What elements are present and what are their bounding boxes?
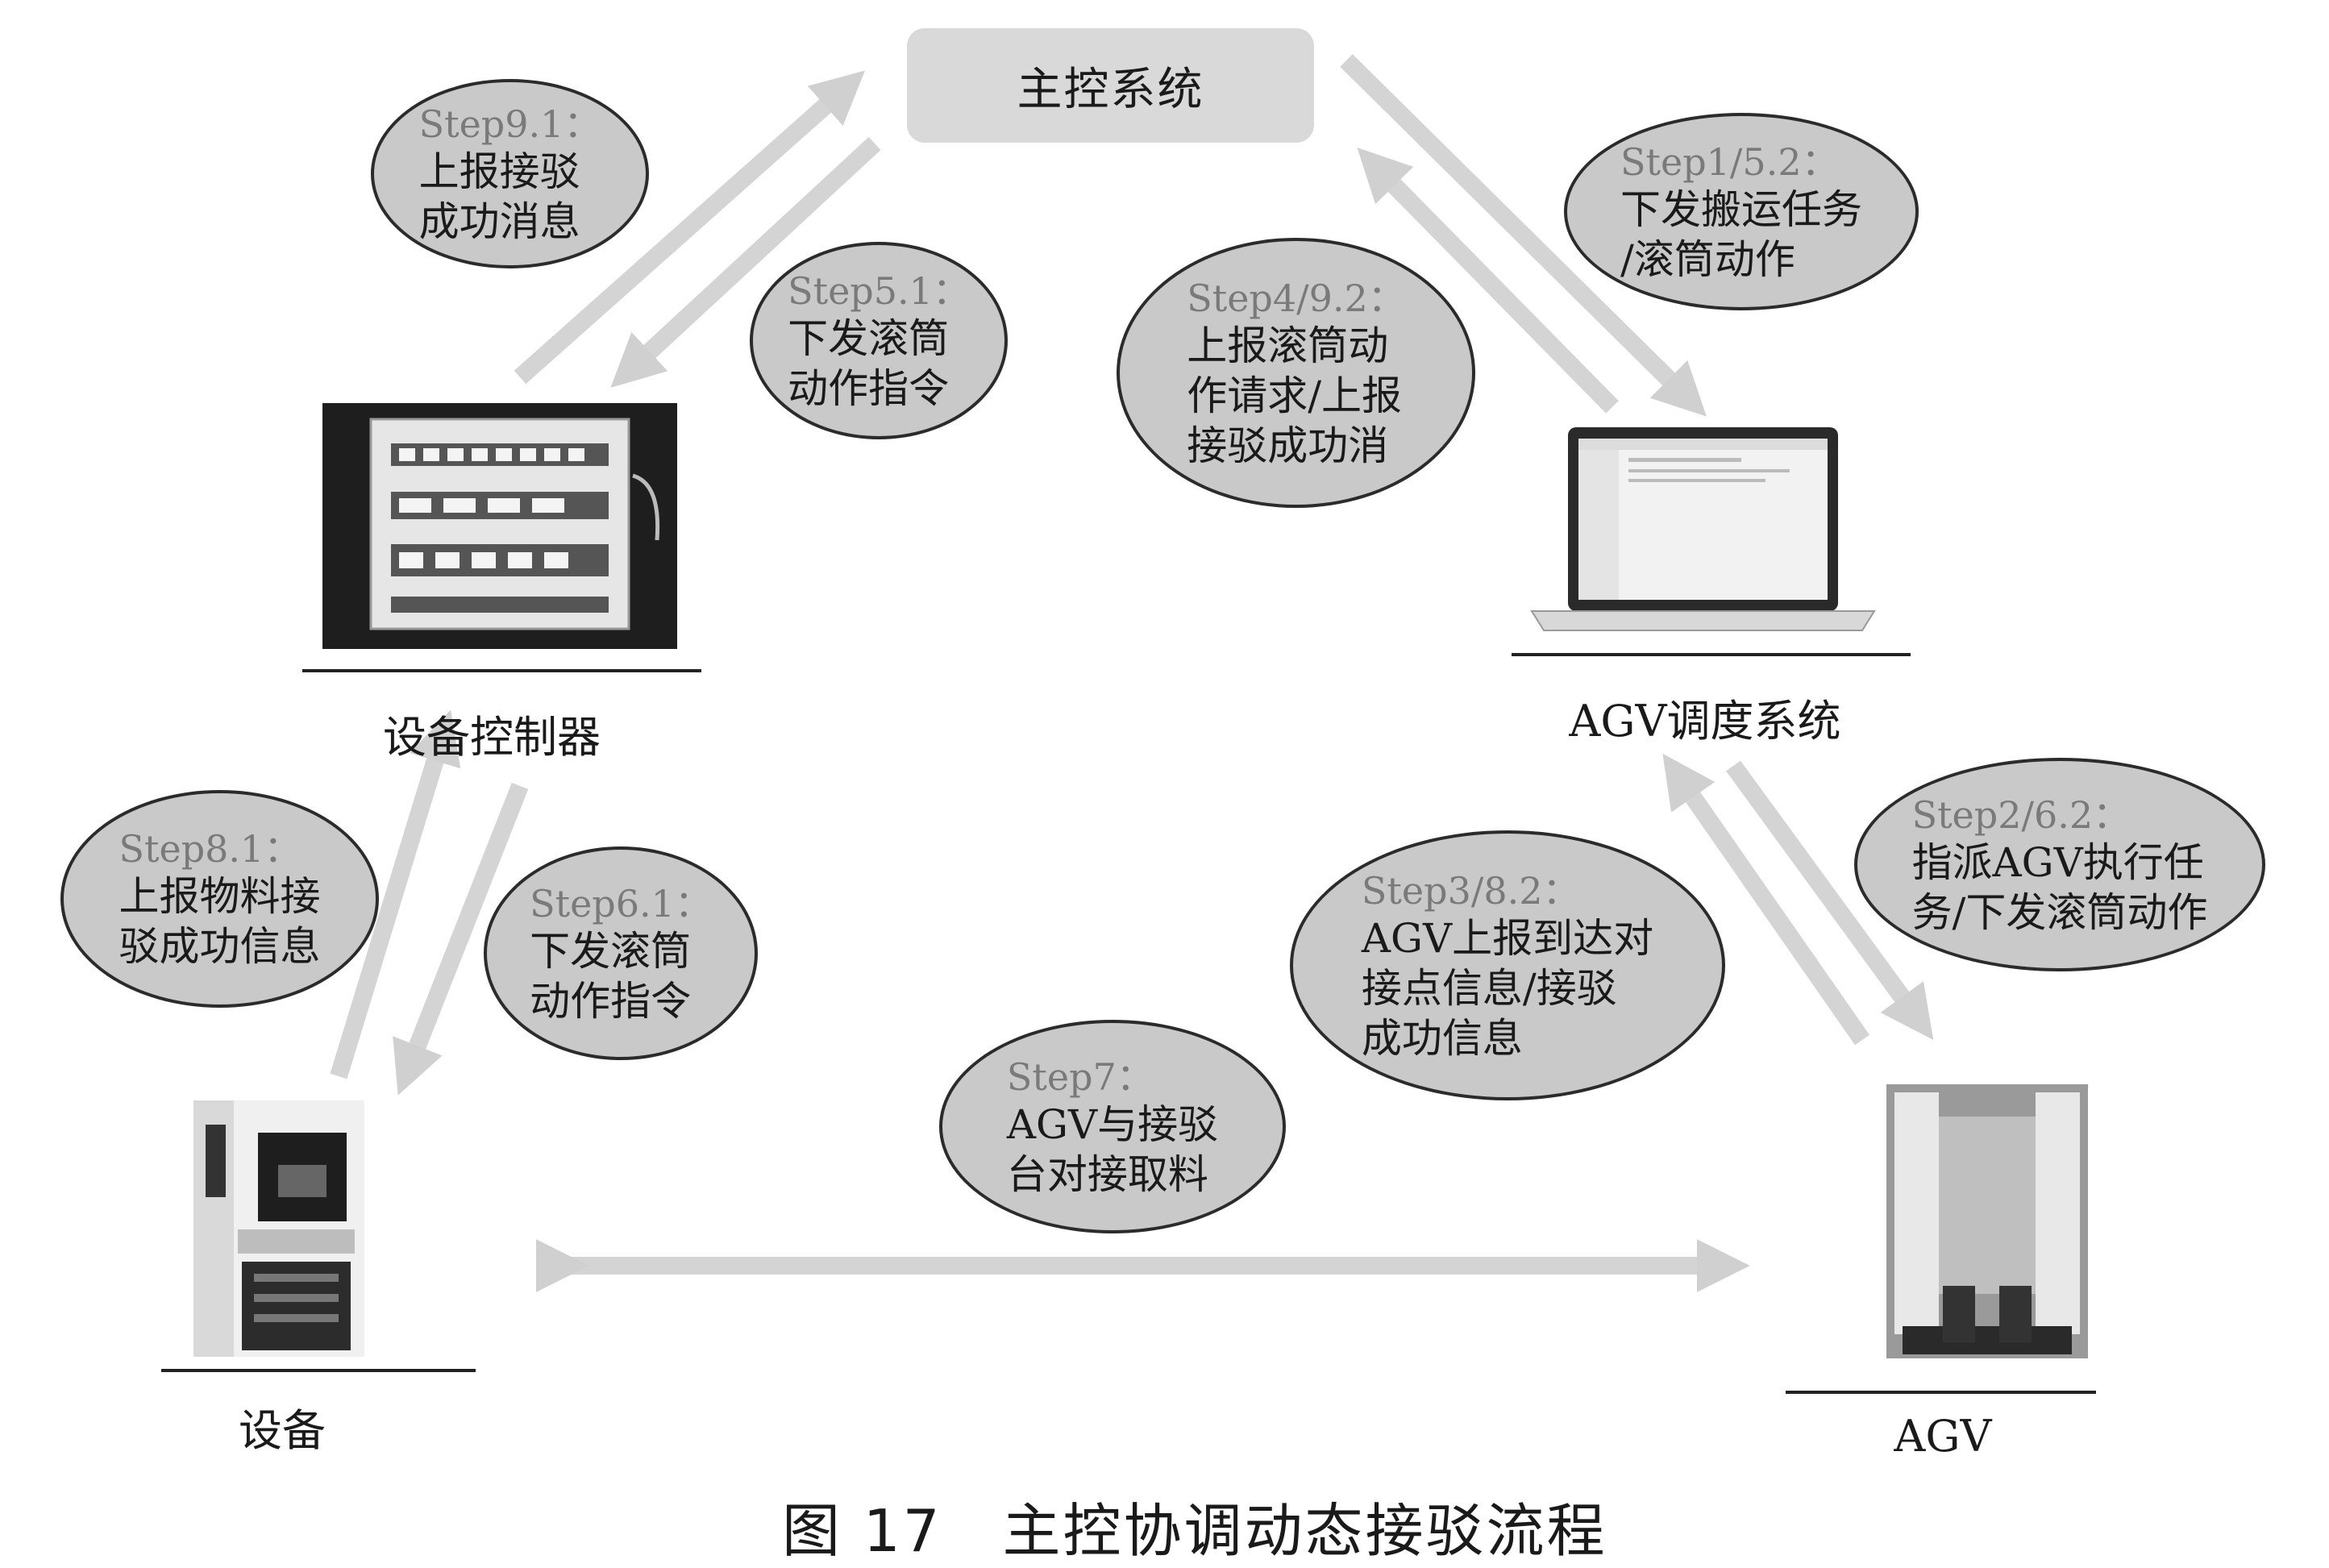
bubble-step-label: Step6.1：: [530, 881, 712, 925]
bubble-line: 接驳成功消: [1187, 422, 1389, 469]
bubble-step4-9-2: Step4/9.2： 上报滚筒动 作请求/上报 接驳成功消: [1117, 238, 1475, 508]
bubble-line: AGV上报到达对: [1361, 914, 1654, 962]
bubble-step-label: Step3/8.2：: [1361, 868, 1580, 913]
figure-caption: 图 17 主控协调动态接驳流程: [782, 1497, 1607, 1565]
arrow-controller-to-equipment: [393, 782, 529, 1096]
laptop-image: [1524, 419, 1882, 637]
controller-cabinet-image: [322, 403, 677, 649]
agv-system-label: AGV调度系统: [1569, 696, 1841, 747]
bubble-step-label: Step4/9.2：: [1187, 276, 1405, 320]
arrow-master-to-controller: [610, 136, 881, 388]
bubble-step1-5-2: Step1/5.2： 下发搬运任务 /滚筒动作: [1564, 113, 1919, 310]
bubble-step3-8-2: Step3/8.2： AGV上报到达对 接点信息/接驳 成功信息: [1290, 830, 1725, 1100]
arrow-agv-to-agv-system: [1662, 753, 1870, 1046]
bubble-step7: Step7： AGV与接驳 台对接取料: [939, 1020, 1286, 1233]
bubble-line: 成功消息: [418, 198, 580, 245]
bubble-step2-6-2: Step2/6.2： 指派AGV执行任 务/下发滚筒动作: [1854, 758, 2265, 971]
bubble-step9-1: Step9.1： 上报接驳 成功消息: [371, 79, 649, 268]
bubble-line: AGV与接驳: [1006, 1100, 1219, 1148]
bubble-step-label: Step9.1：: [418, 102, 601, 146]
controller-underline: [302, 669, 701, 672]
bubble-line: 接点信息/接驳: [1361, 964, 1617, 1012]
master-control-box: 主控系统: [907, 28, 1314, 143]
bubble-line: 下发滚筒: [788, 314, 950, 362]
bubble-line: 上报滚筒动: [1187, 322, 1389, 369]
bubble-line: 下发搬运任务: [1620, 185, 1862, 233]
bubble-line: 指派AGV执行任: [1911, 838, 2204, 886]
bubble-step-label: Step7：: [1006, 1054, 1154, 1099]
equipment-label: 设备: [239, 1405, 326, 1456]
agv-label: AGV: [1894, 1411, 1992, 1462]
arrow-agv-system-to-master: [1357, 148, 1619, 414]
agv-system-underline: [1512, 653, 1911, 656]
master-control-label: 主控系统: [1017, 63, 1204, 116]
arrow-master-to-agv-system: [1340, 54, 1707, 417]
bubble-line: 动作指令: [530, 977, 692, 1025]
bubble-step8-1: Step8.1： 上报物料接 驳成功信息: [60, 790, 379, 1008]
bubble-line: /滚筒动作: [1620, 235, 1795, 283]
bubble-line: 作请求/上报: [1187, 372, 1403, 419]
bubble-line: 台对接取料: [1006, 1150, 1208, 1198]
arrow-agv-system-to-agv: [1726, 760, 1934, 1040]
bubble-step5-1: Step5.1： 下发滚筒 动作指令: [750, 242, 1008, 439]
bubble-line: 驳成功信息: [119, 923, 321, 970]
bubble-line: 上报物料接: [119, 873, 321, 920]
bubble-line: 下发滚筒: [530, 927, 692, 975]
bubble-step-label: Step8.1：: [119, 827, 302, 871]
bubble-line: 务/下发滚筒动作: [1911, 888, 2208, 936]
controller-label: 设备控制器: [383, 712, 601, 763]
bubble-step-label: Step2/6.2：: [1911, 792, 2131, 837]
bubble-step-label: Step1/5.2：: [1620, 139, 1839, 184]
agv-underline: [1786, 1391, 2096, 1394]
bubble-step6-1: Step6.1： 下发滚筒 动作指令: [484, 846, 758, 1060]
arrow-equipment-to-controller: [330, 709, 461, 1079]
bubble-step-label: Step5.1：: [788, 268, 970, 313]
bubble-line: 上报接驳: [418, 148, 580, 195]
equipment-image: [193, 1100, 364, 1357]
arrow-controller-to-master: [514, 70, 866, 385]
bubble-line: 成功信息: [1361, 1014, 1523, 1062]
equipment-underline: [161, 1369, 476, 1372]
bubble-line: 动作指令: [788, 364, 950, 412]
agv-image: [1886, 1084, 2088, 1358]
